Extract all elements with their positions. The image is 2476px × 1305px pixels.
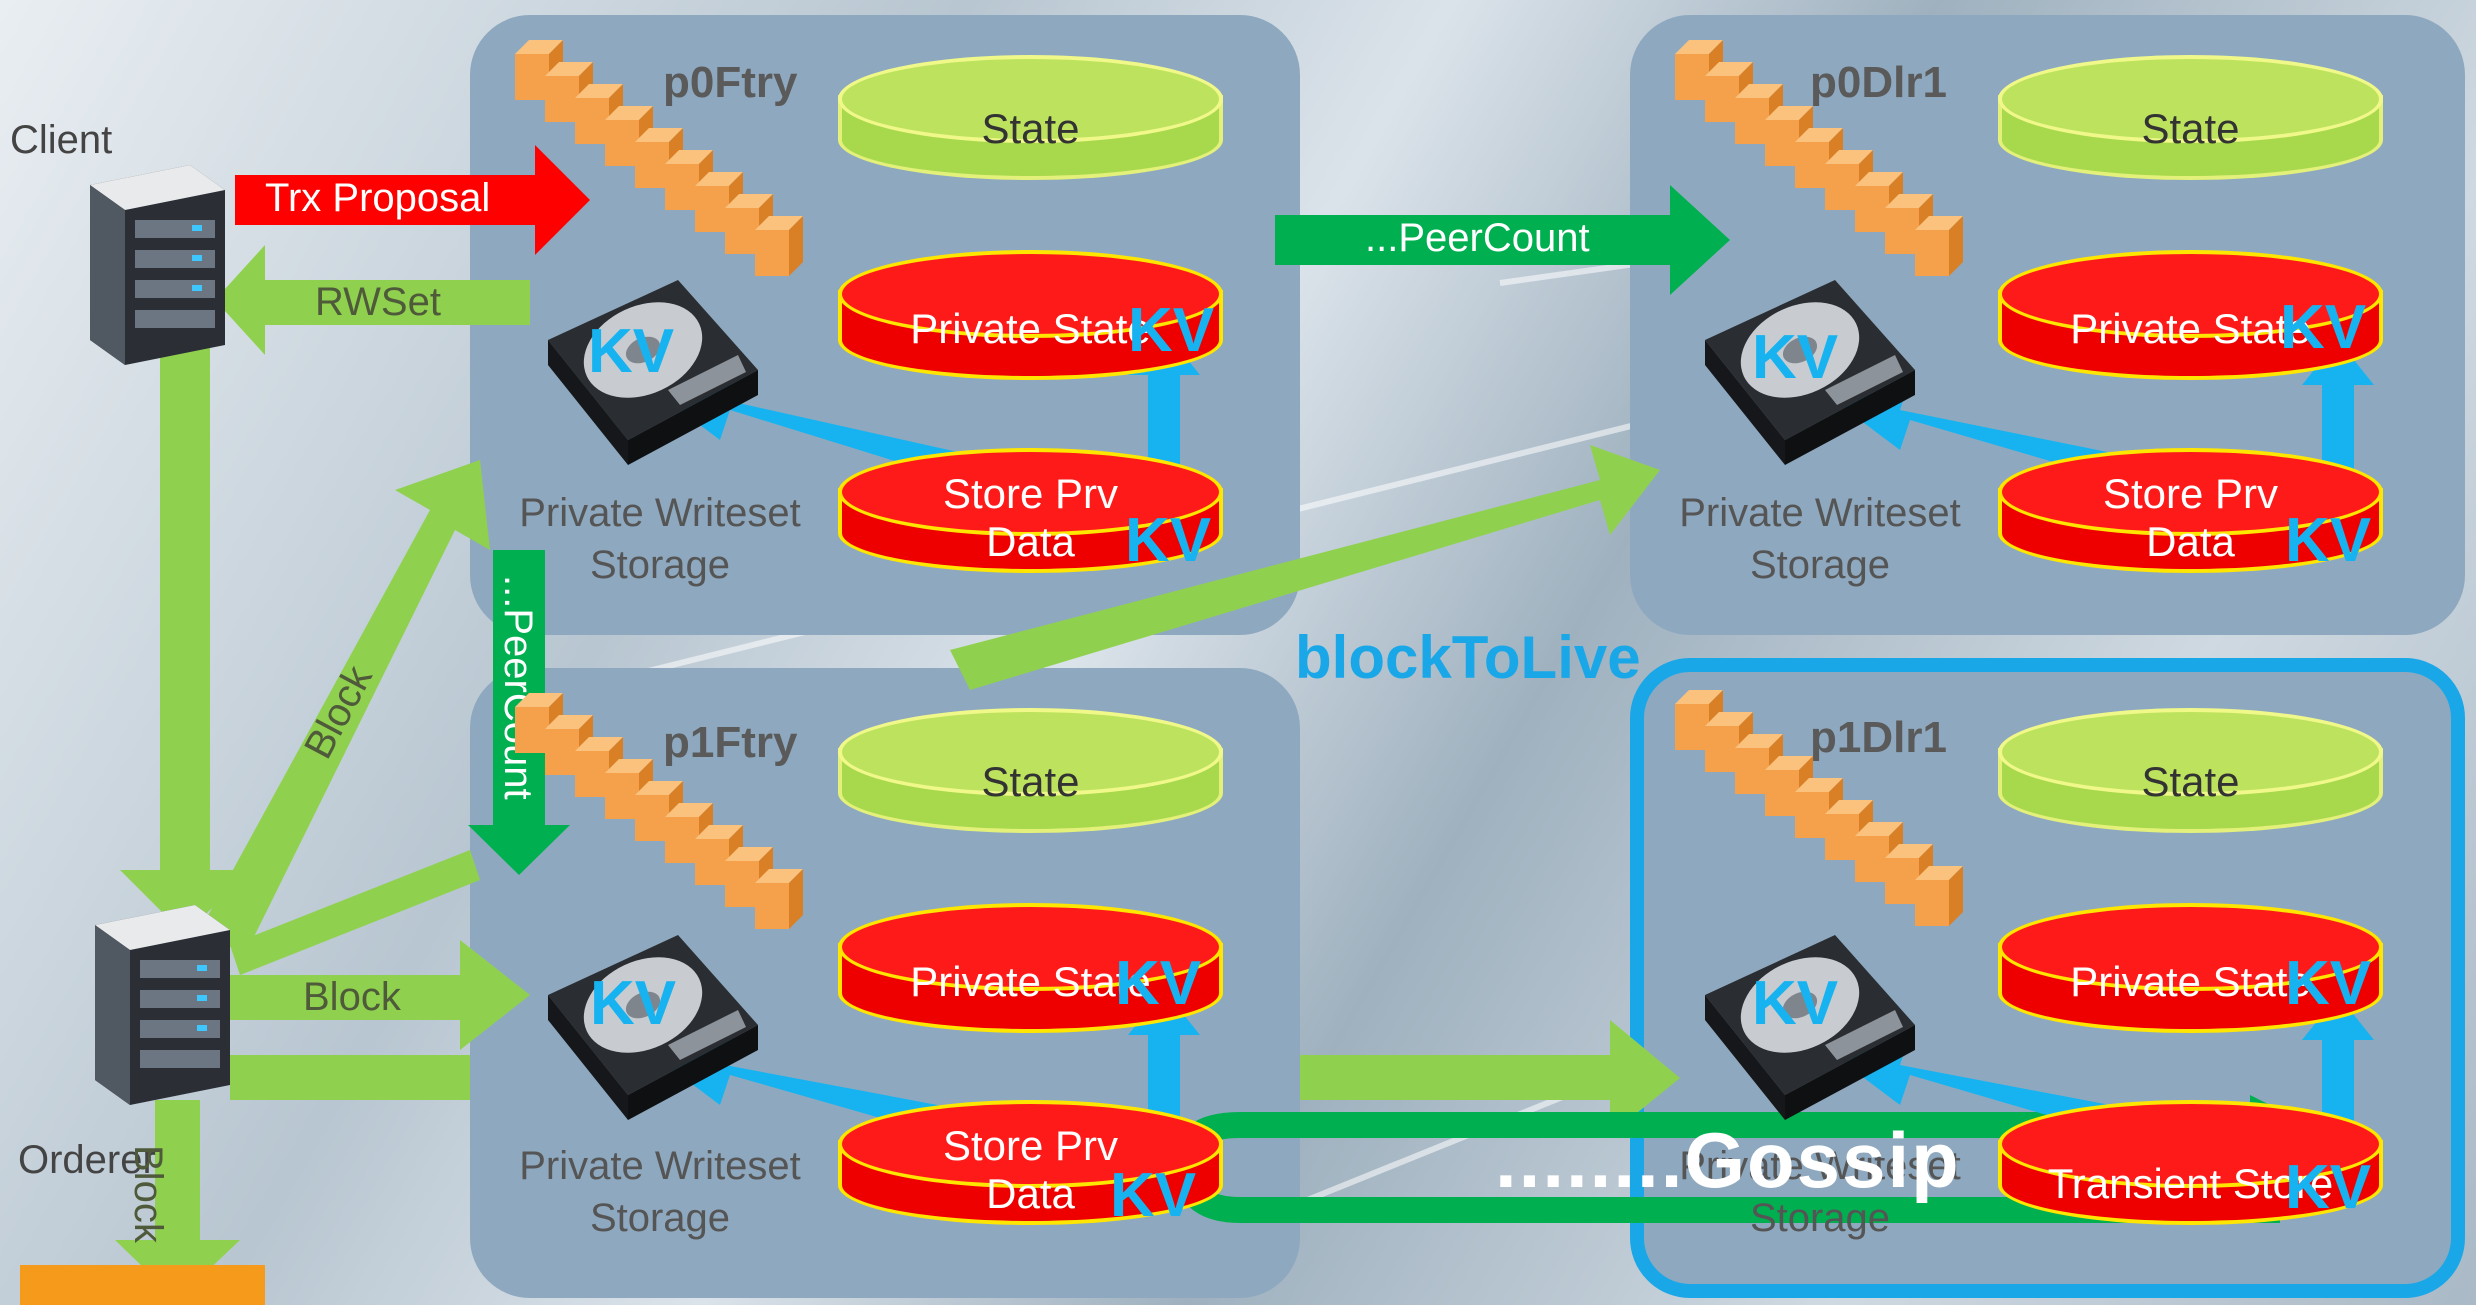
rwset-arrow bbox=[215, 245, 530, 355]
store-prv-data-p0ftry: Store Prv Data bbox=[838, 448, 1223, 573]
p1ftry-p1dlr1-arrow bbox=[1300, 1020, 1680, 1135]
state-db-p0dlr1: State bbox=[1998, 55, 2383, 180]
client-orderer-arrow bbox=[120, 340, 250, 935]
client-label: Client bbox=[10, 118, 113, 162]
state-db-p1dlr1: State bbox=[1998, 708, 2383, 833]
logo-badge bbox=[20, 1265, 265, 1305]
block-horizontal-arrow bbox=[230, 940, 530, 1050]
peercount-horizontal-label: ...PeerCount bbox=[1365, 216, 1590, 260]
orderer-p1ftry-line bbox=[230, 850, 480, 975]
client-server-icon bbox=[90, 165, 225, 365]
private-state-db-p0dlr1: Private State bbox=[1998, 250, 2383, 380]
kv-hdd-p1dlr1: KV bbox=[1752, 969, 1839, 1038]
kv-hdd-p1ftry: KV bbox=[590, 969, 677, 1038]
orderer-p1ftry-lower bbox=[230, 1055, 470, 1100]
trx-proposal-arrow bbox=[235, 145, 590, 255]
kv-store-p0dlr1: KV bbox=[2285, 506, 2372, 575]
kv-private-state-p0dlr1: KV bbox=[2280, 293, 2367, 362]
gossip-label: ........Gossip bbox=[1495, 1116, 1961, 1204]
private-state-db-p0ftry: Private State bbox=[838, 250, 1223, 380]
private-state-db-p1dlr1: Private State bbox=[1998, 903, 2383, 1033]
peer-title-p1dlr1: p1Dlr1 bbox=[1810, 713, 1947, 762]
kv-private-state-p1dlr1: KV bbox=[2285, 949, 2372, 1018]
peer-title-p0ftry: p0Ftry bbox=[663, 58, 798, 107]
kv-hdd-p0ftry: KV bbox=[588, 317, 675, 386]
block-horizontal-label: Block bbox=[303, 975, 401, 1019]
store-prv-data-p1ftry: Store Prv Data bbox=[838, 1100, 1223, 1225]
p1ftry-p0dlr1-arrow bbox=[950, 445, 1660, 690]
private-state-db-p1ftry: Private State bbox=[838, 903, 1223, 1033]
kv-store-p1ftry: KV bbox=[1110, 1161, 1197, 1230]
kv-store-p0ftry: KV bbox=[1125, 506, 1212, 575]
kv-private-state-p1ftry: KV bbox=[1115, 949, 1202, 1018]
kv-transient-p1dlr1: KV bbox=[2285, 1153, 2372, 1222]
state-db-p1ftry: State bbox=[838, 708, 1223, 833]
orderer-server-icon bbox=[95, 905, 230, 1105]
block-to-live-label: blockToLive bbox=[1295, 624, 1641, 691]
trx-proposal-label: Trx Proposal bbox=[265, 176, 491, 220]
transient-store-p1dlr1: Transient Store bbox=[1998, 1100, 2383, 1225]
kv-private-state-p0ftry: KV bbox=[1128, 296, 1215, 365]
state-db-p0ftry: State bbox=[838, 55, 1223, 180]
peer-title-p0dlr1: p0Dlr1 bbox=[1810, 58, 1947, 107]
peer-title-p1ftry: p1Ftry bbox=[663, 718, 798, 767]
block-down-arrow bbox=[115, 1100, 240, 1300]
rwset-label: RWSet bbox=[315, 280, 441, 324]
kv-hdd-p0dlr1: KV bbox=[1752, 323, 1839, 392]
store-prv-data-p0dlr1: Store Prv Data bbox=[1998, 448, 2383, 573]
block-diagonal-arrow bbox=[200, 460, 490, 955]
orderer-label: Orderer bbox=[18, 1138, 156, 1182]
peercount-horizontal-arrow bbox=[1275, 185, 1730, 295]
